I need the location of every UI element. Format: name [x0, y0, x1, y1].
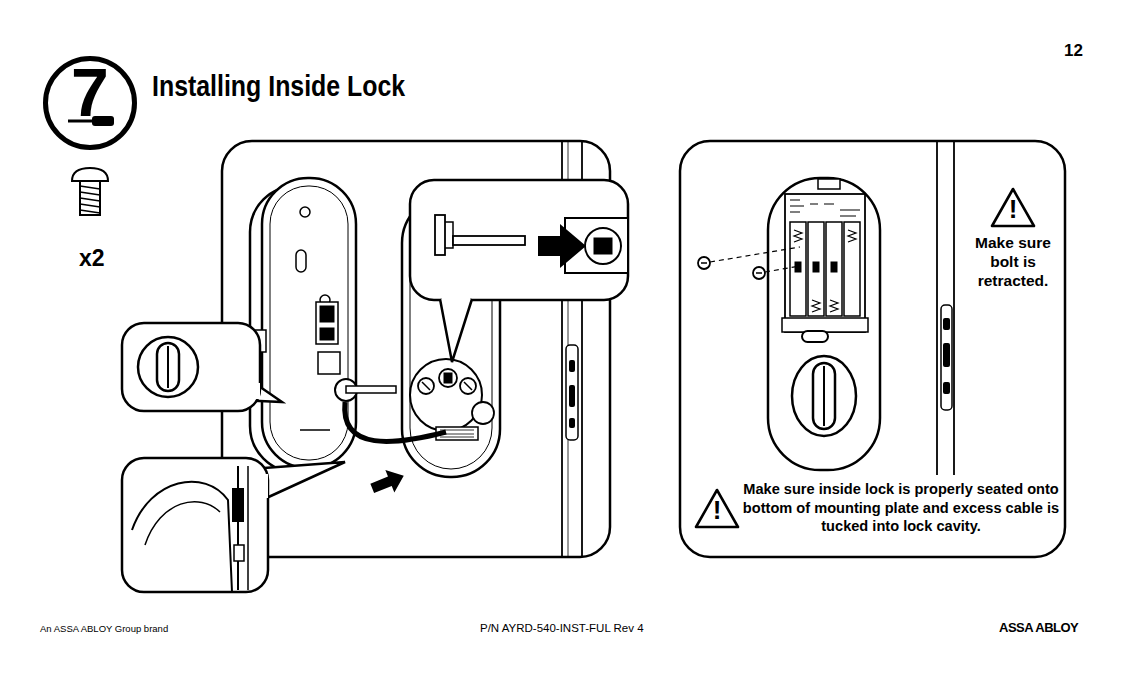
- installed-inside-lock: [818, 179, 840, 189]
- direction-arrow: [368, 465, 409, 500]
- installed-inside-lock: [790, 222, 806, 316]
- warning-mark: !: [990, 195, 1036, 223]
- zoom-callout: [410, 180, 628, 300]
- right-panel: [680, 141, 1065, 557]
- installed-inside-lock: [768, 178, 880, 470]
- zoom-callout: [440, 299, 472, 362]
- inside-lock-assembly: [270, 186, 348, 460]
- screw-icon: [72, 168, 108, 181]
- cable-detail-callout: [122, 458, 268, 592]
- warning-triangle: !: [990, 186, 1036, 228]
- step-number: 7: [48, 58, 132, 126]
- warning-text: Make sure bolt is retracted.: [963, 233, 1063, 290]
- screw-icon: [80, 181, 100, 215]
- installed-inside-lock: [831, 262, 837, 272]
- thumbturn-callout: [122, 323, 260, 411]
- installed-inside-lock: [768, 178, 880, 470]
- zoom-callout: [453, 236, 525, 245]
- right-panel: [941, 305, 952, 410]
- left-panel: [569, 385, 575, 407]
- inside-lock-assembly: [300, 429, 330, 431]
- installed-inside-lock: [813, 363, 835, 429]
- thumbturn-callout: [167, 346, 169, 388]
- right-panel: [936, 142, 938, 475]
- installed-inside-lock: [792, 356, 856, 436]
- cable-detail-callout: [247, 466, 249, 590]
- warning-note: ! Make sure bolt is retracted.: [963, 186, 1063, 290]
- zoom-callout: [445, 222, 453, 248]
- mounting-screws: [765, 266, 800, 272]
- screw-icon: [72, 168, 108, 215]
- installed-inside-lock: [794, 230, 856, 312]
- left-panel: [569, 360, 575, 372]
- inside-lock-assembly: [320, 306, 334, 322]
- right-panel: [680, 141, 1065, 557]
- installed-inside-lock: [802, 331, 828, 342]
- inside-lock-assembly: [320, 328, 334, 340]
- mounting-screws: [710, 247, 800, 262]
- lock-cable: [345, 402, 446, 441]
- brand-footer: An ASSA ABLOY Group brand: [40, 623, 168, 635]
- mounting-screws: [701, 263, 762, 273]
- cable-detail-callout: [232, 488, 244, 522]
- installed-inside-lock: [823, 366, 825, 426]
- zoom-callout: [410, 180, 628, 362]
- inside-lock-assembly: [250, 178, 396, 472]
- left-panel: [569, 418, 575, 428]
- zoom-callout: [594, 238, 612, 254]
- direction-arrow: [368, 465, 409, 500]
- warning-mark: !: [694, 496, 740, 524]
- inside-lock-assembly: [346, 386, 396, 393]
- mounting-plate: [439, 369, 457, 387]
- brand-logo-text: ASSA ABLOY: [999, 620, 1078, 636]
- installed-inside-lock: [813, 262, 819, 272]
- inside-lock-assembly: [300, 207, 310, 217]
- screw-icon: [80, 186, 100, 213]
- installed-inside-lock: [782, 318, 868, 332]
- cable-detail-callout: [145, 502, 220, 545]
- inside-lock-assembly: [318, 352, 340, 374]
- page-number: 12: [1064, 41, 1083, 61]
- mounting-plate: [472, 402, 494, 424]
- warning-note: !Make sure inside lock is properly seate…: [694, 480, 1062, 536]
- step-title: Installing Inside Lock: [152, 68, 405, 104]
- mounting-plate: [444, 373, 452, 383]
- zoom-callout: [435, 215, 445, 255]
- right-panel: [943, 382, 950, 394]
- cable-detail-callout: [122, 458, 345, 592]
- right-panel: [943, 343, 950, 367]
- installed-inside-lock: [785, 194, 865, 332]
- thumbturn-callout: [256, 383, 260, 399]
- right-panel: [943, 318, 950, 330]
- part-number: P/N AYRD-540-INST-FUL Rev 4: [480, 621, 644, 635]
- quantity-label: x2: [79, 244, 105, 272]
- cable-detail-callout: [132, 482, 232, 592]
- mounting-plate: [410, 359, 482, 431]
- thumbturn-callout: [157, 343, 179, 391]
- zoom-callout: [442, 297, 470, 301]
- installed-inside-lock: [790, 200, 860, 216]
- cable-detail-callout: [264, 474, 268, 498]
- inside-lock-assembly: [262, 178, 356, 468]
- cable-detail-callout: [234, 545, 244, 561]
- cable-detail-callout: [237, 466, 239, 590]
- thumbturn-callout: [138, 337, 198, 397]
- zoom-callout: [585, 228, 621, 264]
- step-number-circle: 7: [43, 56, 137, 150]
- thumbturn-callout: [122, 323, 282, 411]
- right-panel: [953, 142, 955, 475]
- warning-triangle: !: [694, 487, 740, 529]
- left-panel: [566, 345, 578, 440]
- mounting-screws: [698, 247, 800, 279]
- inside-lock-assembly: [316, 302, 338, 344]
- installed-inside-lock: [844, 222, 860, 316]
- lock-cable: [345, 402, 446, 441]
- warning-text: Make sure inside lock is properly seated…: [742, 480, 1060, 536]
- zoom-callout: [538, 224, 586, 268]
- inside-lock-assembly: [296, 250, 306, 272]
